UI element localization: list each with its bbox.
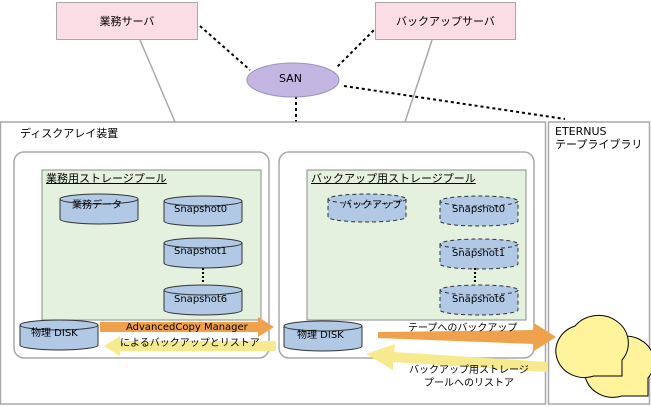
business-pool-title: 業務用ストレージプール xyxy=(46,172,167,185)
backup-data-label: バックアップ xyxy=(342,200,402,211)
backup-snapshot0-label: Snapshot0 xyxy=(452,204,506,215)
tape-restore-arrow xyxy=(366,344,548,372)
tape-library-title-2: テープライブラリ xyxy=(555,138,643,151)
backup-snapshot6-disk xyxy=(439,284,519,316)
backup-snapshot6-label: Snapshot6 xyxy=(452,294,506,305)
acm-restore-arrow xyxy=(104,336,276,356)
backup-server-link xyxy=(404,39,433,123)
business-snapshot6-disk xyxy=(163,284,243,316)
business-server: 業務サーバ xyxy=(56,2,198,40)
business-physical-disk-label: 物理 DISK xyxy=(31,328,78,339)
acm-label-2: によるバックアップとリストア xyxy=(120,338,260,349)
backup-physical-disk xyxy=(283,320,363,352)
tape-backup-label: テープへのバックアップ xyxy=(408,323,518,334)
backup-data-disk xyxy=(327,193,407,223)
tape-restore-label-1: バックアップ用ストレージ xyxy=(409,365,529,376)
disk-array-title: ディスクアレイ装置 xyxy=(20,127,119,140)
acm-backup-arrow xyxy=(100,317,274,337)
business-snapshot6-label: Snapshot6 xyxy=(174,294,228,305)
backup-pool-title: バックアップ用ストレージプール xyxy=(311,172,476,185)
business-snapshot1-disk xyxy=(163,237,243,269)
backup-snapshot1-disk xyxy=(439,238,519,270)
backup-snapshot0-disk xyxy=(439,195,519,227)
business-data-label: 業務データ xyxy=(72,200,122,211)
business-server-link xyxy=(139,39,176,123)
acm-label-1: AdvancedCopy Manager xyxy=(126,322,248,333)
san-link-tape xyxy=(343,85,566,120)
business-snapshot1-label: Snapshot1 xyxy=(174,246,228,257)
business-snapshot0-disk xyxy=(163,195,243,227)
backup-physical-disk-label: 物理 DISK xyxy=(297,330,344,341)
business-data-disk xyxy=(59,193,139,225)
business-snapshot0-label: Snapshot0 xyxy=(174,204,228,215)
san-link-backup xyxy=(335,25,379,69)
business-server-label: 業務サーバ xyxy=(99,15,155,28)
tape-backup-arrow xyxy=(378,323,556,351)
tape-restore-label-2: プールへのリストア xyxy=(424,378,514,389)
tape-cartridge-icon xyxy=(555,314,651,398)
backup-server: バックアップサーバ xyxy=(375,2,516,40)
backup-snapshot1-label: Snapshot1 xyxy=(452,248,506,259)
tape-library-title-1: ETERNUS xyxy=(555,125,607,138)
san-ellipse xyxy=(246,62,340,98)
backup-server-label: バックアップサーバ xyxy=(396,15,495,28)
business-physical-disk xyxy=(19,319,99,351)
san-label: SAN xyxy=(279,72,302,85)
san-link-business xyxy=(199,25,251,71)
